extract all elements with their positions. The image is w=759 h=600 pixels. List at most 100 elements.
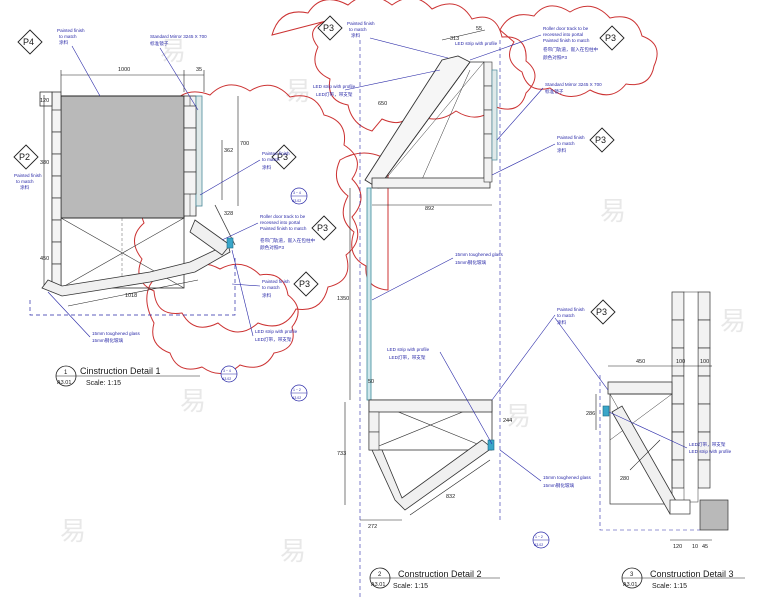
detail-1: 1000 35 120 380 450 700 362 328 1018 P4 … <box>13 28 337 387</box>
dimension-label: 313 <box>450 36 459 42</box>
svg-text:3: 3 <box>630 572 634 578</box>
dimension-label: 35 <box>196 67 202 73</box>
revision-cloud-middle <box>134 84 362 333</box>
dimension-label: 100 <box>676 359 685 365</box>
dimension-label: 244 <box>503 418 512 424</box>
dimension-label: 120 <box>40 98 49 104</box>
svg-text:Scale: 1:15: Scale: 1:15 <box>393 583 428 590</box>
dimension-label: 380 <box>40 160 49 166</box>
watermark: 易 <box>600 197 626 227</box>
note-text: Painted finish <box>262 279 290 284</box>
note-text: LED灯带，带支架 <box>255 336 292 343</box>
dimension-label: 1350 <box>337 296 349 302</box>
detail-2: 1350 733 892 272 832 313 55 650 50 244 P… <box>290 15 625 600</box>
svg-text:Cinstruction Detail 1: Cinstruction Detail 1 <box>80 366 161 376</box>
note-text: Roller door track to be <box>260 214 306 219</box>
svg-text:P3: P3 <box>596 307 607 317</box>
finish-tag-p3: P3 <box>311 215 337 241</box>
note-text: to match <box>262 285 280 290</box>
note-text: 15mm钢化玻璃 <box>92 337 124 344</box>
revision-cloud-top-right <box>499 5 658 97</box>
svg-text:3 ~ 4: 3 ~ 4 <box>223 369 231 373</box>
note-text: 卷帘门轨道，嵌入在包柱中 <box>543 46 599 53</box>
section-reference: 1 ~ 2 A3.02 <box>532 531 550 549</box>
note-text: 卷帘门轨道，嵌入在包柱中 <box>260 237 316 244</box>
note-text: to match <box>16 179 34 184</box>
svg-text:2: 2 <box>378 572 382 578</box>
detail-3: 450 100 100 286 280 120 10 45 P3 Painted… <box>491 291 745 590</box>
finish-tag-p3: P3 <box>317 15 343 41</box>
note-text: 15mm toughened glass <box>455 252 503 257</box>
note-text: LED灯带，带支架 <box>389 354 426 361</box>
note-text: LED灯带，带支架 <box>689 441 726 448</box>
dimension-label: 832 <box>446 494 455 500</box>
svg-text:Construction Detail 3: Construction Detail 3 <box>650 569 734 579</box>
detail-title-2: 2 A3.01 Construction Detail 2 Scale: 1:1… <box>369 567 500 590</box>
note-text: Painted finish <box>347 21 375 26</box>
svg-text:1 ~ 2: 1 ~ 2 <box>535 535 543 539</box>
svg-text:A3.01: A3.01 <box>57 380 71 386</box>
note-text: Painted finish <box>262 151 290 156</box>
note-text: 15mm toughened glass <box>543 475 591 480</box>
section-reference: 3 ~ 4 A3.02 <box>220 365 238 383</box>
finish-tag-p2: P2 <box>13 144 39 170</box>
watermark: 易 <box>505 402 531 432</box>
finish-tag-p3: P3 <box>589 127 615 153</box>
note-text: LED灯带，带支架 <box>316 91 353 98</box>
note-text: 涂料 <box>262 292 272 299</box>
svg-text:A3.02: A3.02 <box>292 199 301 203</box>
finish-tag-p3: P3 <box>590 299 616 325</box>
note-text: 15mm钢化玻璃 <box>455 259 487 266</box>
svg-text:Scale: 1:15: Scale: 1:15 <box>86 380 121 387</box>
svg-text:P3: P3 <box>605 33 616 43</box>
dimension-label: 1000 <box>118 67 130 73</box>
svg-text:1: 1 <box>64 370 68 376</box>
svg-text:1 ~ 2: 1 ~ 2 <box>293 388 301 392</box>
dimension-label: 362 <box>224 148 233 154</box>
watermark-layer: 易 易 易 易 易 易 易 易 <box>60 37 746 567</box>
note-text: 15mm钢化玻璃 <box>543 482 575 489</box>
finish-tag-p4: P4 <box>17 29 43 55</box>
watermark: 易 <box>180 387 206 417</box>
svg-text:A3.02: A3.02 <box>534 543 543 547</box>
note-text: 颜色对照P3 <box>260 244 284 251</box>
note-text: to match <box>349 27 367 32</box>
section-reference: 1 ~ 2 A3.02 <box>290 384 308 402</box>
svg-text:A3.01: A3.01 <box>623 582 637 588</box>
note-text: Standard Mirror 3245 X 700 <box>150 34 207 39</box>
note-text: Painted finish <box>557 307 585 312</box>
svg-text:Scale: 1:15: Scale: 1:15 <box>652 583 687 590</box>
revision-clouds <box>134 0 658 374</box>
dimension-label: 120 <box>673 544 682 550</box>
note-text: to match <box>59 34 77 39</box>
revision-cloud-lower <box>146 263 299 374</box>
dimension-label: 10 <box>692 544 698 550</box>
svg-text:A3.01: A3.01 <box>371 582 385 588</box>
dimension-label: 450 <box>40 256 49 262</box>
note-text: Painted finish to match <box>543 38 590 43</box>
note-text: 涂料 <box>557 319 567 326</box>
dimension-label: 328 <box>224 211 233 217</box>
section-reference: 3 ~ 4 A3.02 <box>290 187 308 205</box>
svg-text:A3.02: A3.02 <box>222 377 231 381</box>
note-text: 标准镜子 <box>150 40 169 47</box>
dimension-label: 55 <box>476 26 482 32</box>
dimension-label: 100 <box>700 359 709 365</box>
note-text: Painted finish <box>14 173 42 178</box>
dimension-label: 280 <box>620 476 629 482</box>
glass-column <box>366 187 372 401</box>
finish-tag-p3: P3 <box>271 144 297 170</box>
note-text: LED strip with profile <box>455 41 498 46</box>
mirror-panel <box>60 95 185 219</box>
svg-text:P3: P3 <box>595 135 606 145</box>
dimension-label: 892 <box>425 206 434 212</box>
dimension-label: 733 <box>337 451 346 457</box>
svg-text:P3: P3 <box>323 23 334 33</box>
note-text: 涂料 <box>20 184 30 191</box>
note-text: 涂料 <box>557 147 567 154</box>
svg-text:P3: P3 <box>277 152 288 162</box>
note-text: Painted finish <box>57 28 85 33</box>
dimension-label: 650 <box>378 101 387 107</box>
watermark: 易 <box>60 517 86 547</box>
